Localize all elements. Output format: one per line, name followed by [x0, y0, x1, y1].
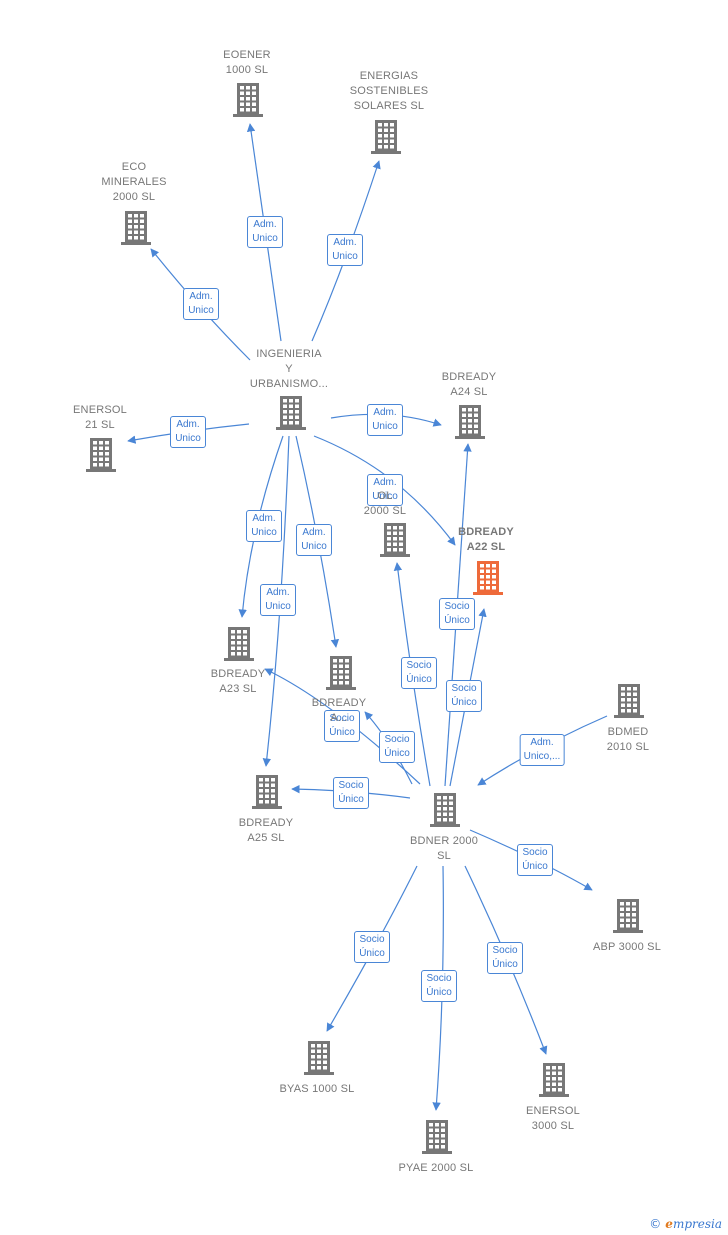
brand-initial: e	[665, 1217, 673, 1231]
node-label-x2000[interactable]: OL 2000 SL	[363, 490, 407, 517]
brand-name: mpresia	[672, 1217, 722, 1231]
building-icon[interactable]	[539, 1063, 569, 1097]
edge-label-bdner-to-byas[interactable]: Socio Único	[354, 931, 390, 963]
edge-label-bdner-to-bdready22[interactable]: Socio Único	[439, 598, 475, 630]
empresia-logo: ©empresia	[649, 1217, 722, 1231]
edge-label-ingenieria-to-enersol21[interactable]: Adm. Unico	[170, 416, 206, 448]
edge-label-bdner-to-abp[interactable]: Socio Único	[517, 844, 553, 876]
building-icon[interactable]	[252, 775, 282, 809]
building-icon[interactable]	[86, 438, 116, 472]
building-icon[interactable]	[473, 561, 503, 595]
building-icon[interactable]	[430, 793, 460, 827]
node-label-pyae[interactable]: PYAE 2000 SL	[398, 1162, 474, 1174]
node-label-abp[interactable]: ABP 3000 SL	[592, 941, 662, 953]
edge-label-bdner-to-bdready24[interactable]: Socio Único	[446, 680, 482, 712]
edge-label-bdner-to-enersol3000[interactable]: Socio Único	[487, 942, 523, 974]
edge-label-bdner-to-bdready23[interactable]: Socio Único	[324, 710, 360, 742]
edge-label-ingenieria-to-bdready24[interactable]: Adm. Unico	[367, 404, 403, 436]
edge-label-ingenieria-to-bdready22[interactable]: Adm. Unico	[367, 474, 403, 506]
node-label-bdready24[interactable]: BDREADY A24 SL	[441, 371, 497, 398]
node-label-bdreadyx[interactable]: BDREADY A...	[311, 697, 367, 724]
node-label-bdmed[interactable]: BDMED 2010 SL	[606, 726, 650, 753]
edge-label-ingenieria-to-eoener[interactable]: Adm. Unico	[247, 216, 283, 248]
edge-label-ingenieria-to-eco[interactable]: Adm. Unico	[183, 288, 219, 320]
node-label-energias[interactable]: ENERGIAS SOSTENIBLES SOLARES SL	[349, 70, 429, 112]
node-label-bdready23[interactable]: BDREADY A23 SL	[210, 668, 266, 695]
node-label-ingenieria[interactable]: INGENIERIA Y URBANISMO...	[249, 348, 329, 390]
node-label-eco[interactable]: ECO MINERALES 2000 SL	[101, 161, 167, 203]
edge-label-bdner-to-bdreadyx[interactable]: Socio Único	[379, 731, 415, 763]
edge-label-bdner-to-x2000[interactable]: Socio Único	[401, 657, 437, 689]
node-label-byas[interactable]: BYAS 1000 SL	[279, 1083, 355, 1095]
building-icon[interactable]	[304, 1041, 334, 1075]
node-label-enersol3000[interactable]: ENERSOL 3000 SL	[526, 1105, 580, 1132]
edge-label-ingenieria-to-bdreadyx[interactable]: Adm. Unico	[296, 524, 332, 556]
node-label-enersol21[interactable]: ENERSOL 21 SL	[73, 404, 127, 431]
building-icon[interactable]	[614, 684, 644, 718]
building-icon[interactable]	[371, 120, 401, 154]
copyright-symbol: ©	[649, 1217, 662, 1231]
building-icon[interactable]	[233, 83, 263, 117]
edge-label-ingenieria-to-energias[interactable]: Adm. Unico	[327, 234, 363, 266]
edge-label-bdner-to-pyae[interactable]: Socio Único	[421, 970, 457, 1002]
building-icon[interactable]	[380, 523, 410, 557]
node-label-bdner[interactable]: BDNER 2000 SL	[409, 835, 479, 862]
building-icon[interactable]	[276, 396, 306, 430]
building-icon[interactable]	[121, 211, 151, 245]
building-icon[interactable]	[613, 899, 643, 933]
edge-label-ingenieria-to-bdready25[interactable]: Adm. Unico	[260, 584, 296, 616]
node-label-bdready22[interactable]: BDREADY A22 SL	[458, 526, 514, 553]
node-label-eoener[interactable]: EOENER 1000 SL	[223, 49, 271, 76]
edge-label-bdner-to-bdready25[interactable]: Socio Único	[333, 777, 369, 809]
building-icon[interactable]	[326, 656, 356, 690]
building-icon[interactable]	[224, 627, 254, 661]
node-label-bdready25[interactable]: BDREADY A25 SL	[238, 817, 294, 844]
building-icon[interactable]	[422, 1120, 452, 1154]
edge-label-ingenieria-to-bdready23[interactable]: Adm. Unico	[246, 510, 282, 542]
building-icon[interactable]	[455, 405, 485, 439]
edge-label-bdmed-to-bdner[interactable]: Adm. Unico,...	[519, 734, 565, 766]
